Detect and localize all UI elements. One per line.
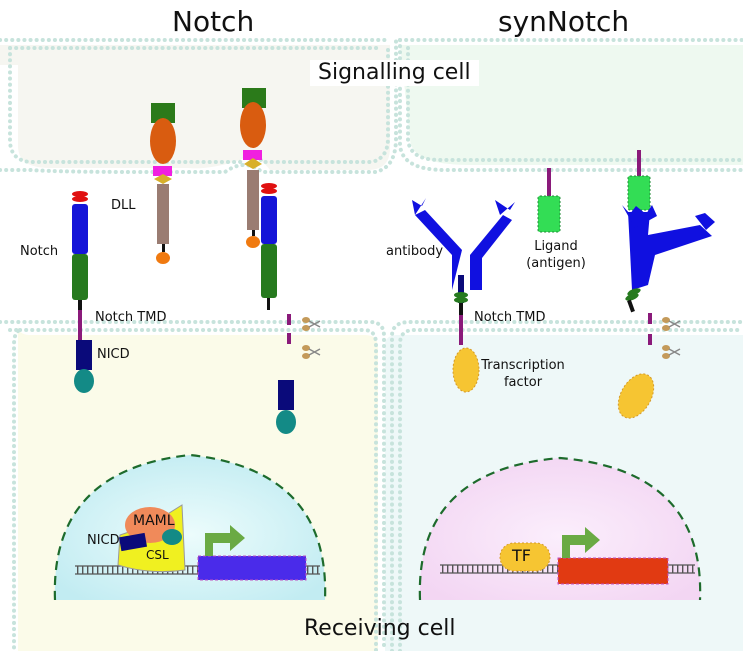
dll-ligand-1 [150, 103, 176, 264]
scissors-icon [662, 317, 681, 331]
heading-notch: Notch [172, 5, 255, 38]
maml-label: MAML [133, 513, 175, 529]
ligand-antigen [537, 195, 561, 233]
notch-tmd-label-right: Notch TMD [474, 310, 546, 325]
tf-label: TF [512, 546, 531, 565]
ligand-label: Ligand (antigen) [526, 240, 586, 270]
nicd-label: NICD [97, 347, 130, 362]
dll-label: DLL [111, 198, 136, 213]
tf-nuclear [499, 542, 551, 572]
receiving-cell-label: Receiving cell [304, 616, 456, 641]
csl-label: CSL [146, 548, 169, 562]
signalling-cell-label: Signalling cell [310, 60, 479, 86]
transcription-factor-label: Transcription factor [478, 359, 568, 389]
heading-synnotch: synNotch [498, 5, 630, 38]
ligand-label-line1: Ligand [534, 239, 578, 254]
promoter-arrow-icon [562, 527, 600, 558]
nucleus-nicd-label: NICD [87, 533, 120, 548]
antibody-unbound [412, 198, 515, 393]
antibody-bound [617, 150, 715, 419]
scissors-icon [302, 345, 321, 359]
left-signalling-cell [0, 45, 390, 170]
dll-ligand-2 [240, 88, 266, 248]
promoter-arrow-icon [205, 525, 245, 556]
membranes [0, 38, 743, 651]
notch-receptor-cleaved [261, 183, 296, 434]
gene-right [557, 557, 669, 585]
nicd-nuclear [118, 532, 148, 552]
tf-label-line2: factor [503, 375, 543, 390]
ligand-antigen-bound [627, 175, 651, 211]
right-signalling-cell [400, 45, 743, 165]
ligand-label-line2: (antigen) [526, 256, 586, 271]
antibody-label: antibody [386, 244, 444, 259]
transcription-factor-bound [452, 347, 480, 393]
maml-shape [125, 507, 175, 543]
notch-tmd-label-left: Notch TMD [95, 310, 167, 325]
gene-left [197, 555, 307, 581]
scissors-icon [662, 345, 681, 359]
scissors-icon [302, 317, 321, 331]
notch-label: Notch [20, 244, 59, 259]
tf-label-line1: Transcription [481, 358, 565, 373]
notch-receptor-left [72, 191, 94, 393]
transcription-factor-released [617, 373, 655, 419]
